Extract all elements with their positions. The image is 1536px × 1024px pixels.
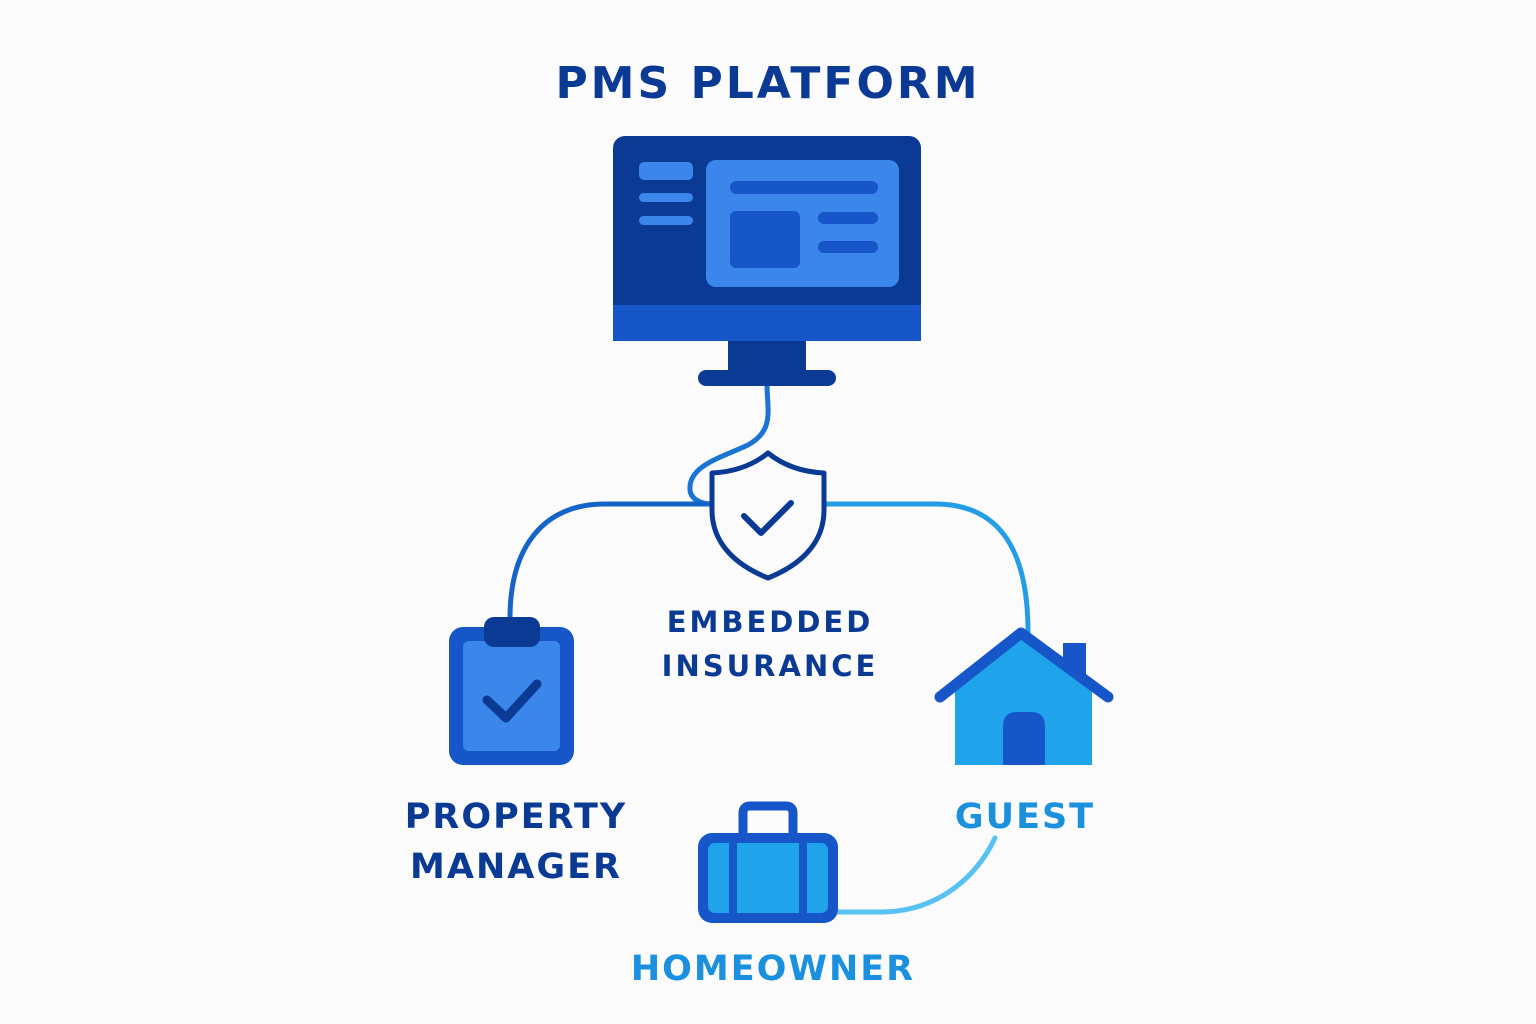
monitor-icon xyxy=(613,136,921,386)
guest-label: GUEST xyxy=(954,797,1096,837)
page-title: PMS PLATFORM xyxy=(555,58,981,109)
embedded-insurance-label-line2: INSURANCE xyxy=(661,649,879,683)
embedded-insurance-label-line1: EMBEDDED xyxy=(666,605,874,639)
homeowner-label: HOMEOWNER xyxy=(630,949,916,989)
connector-guest-to-homeowner xyxy=(831,835,998,915)
connector-lines xyxy=(507,381,1031,915)
clipboard-check-icon xyxy=(449,617,574,765)
connector-monitor-to-shield xyxy=(687,381,771,507)
embedded-insurance-label: EMBEDDED INSURANCE xyxy=(600,600,940,688)
connector-shield-to-property-manager xyxy=(507,501,715,621)
house-icon xyxy=(934,627,1114,765)
connector-shield-to-guest xyxy=(821,501,1031,635)
suitcase-icon xyxy=(698,801,838,923)
property-manager-label-line1: PROPERTY xyxy=(404,797,628,837)
property-manager-label: PROPERTY MANAGER xyxy=(366,792,666,892)
shield-check-icon xyxy=(709,450,827,581)
property-manager-label-line2: MANAGER xyxy=(410,847,622,887)
